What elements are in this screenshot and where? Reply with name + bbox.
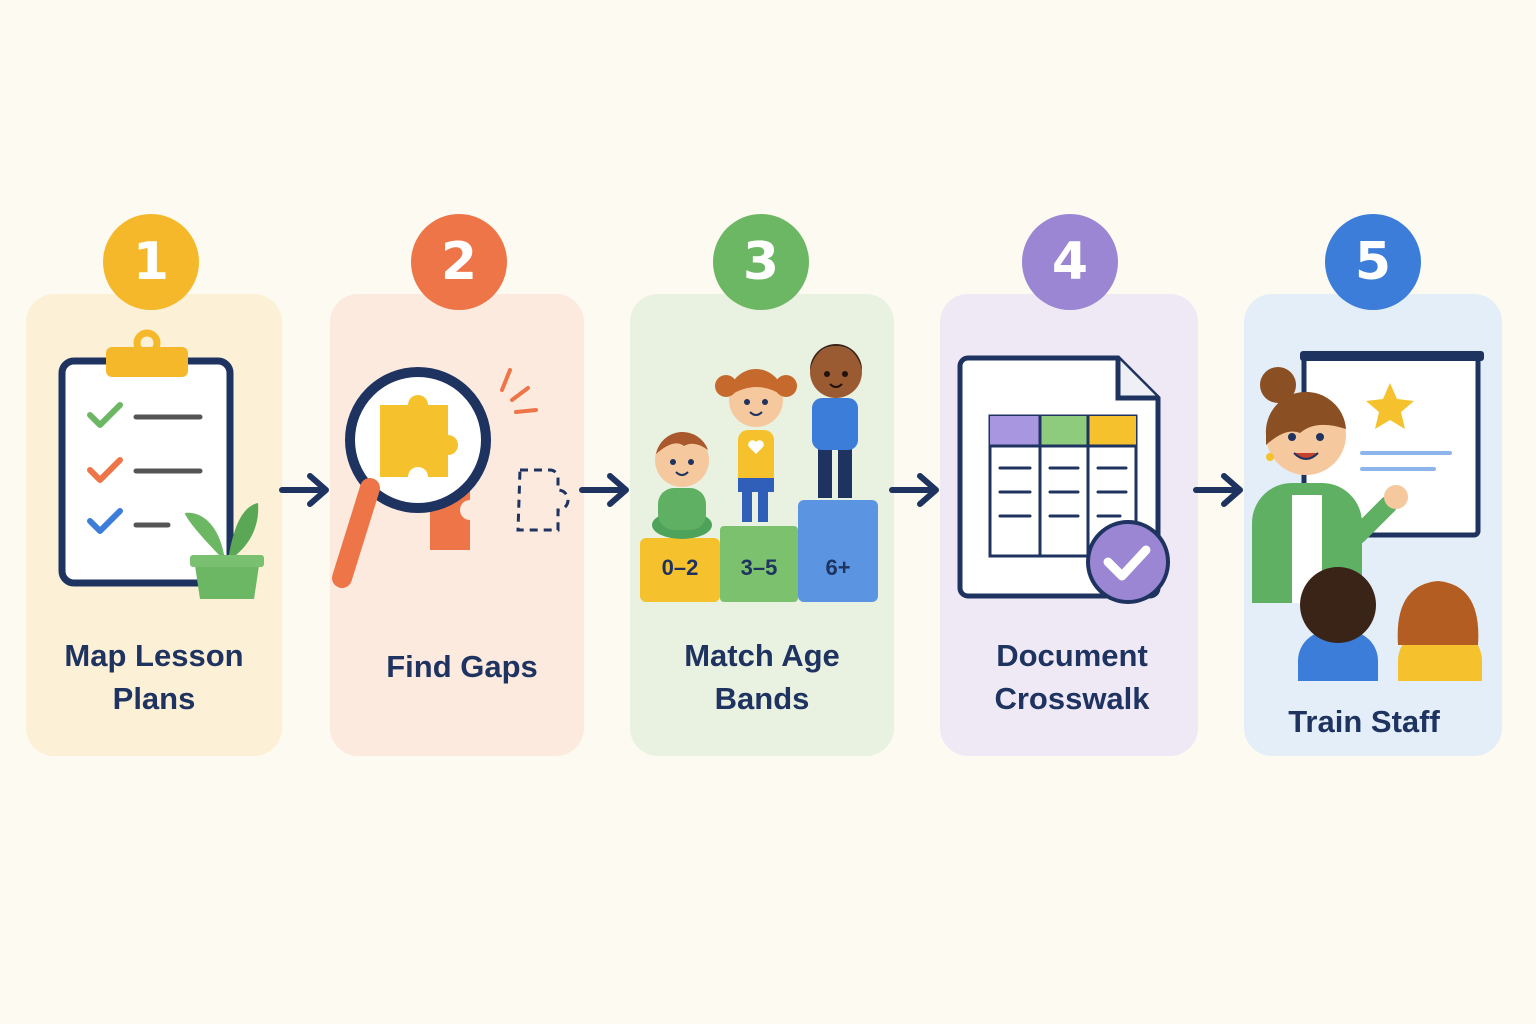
step-5-label: Train Staff — [1288, 704, 1440, 739]
children-podium-icon — [640, 344, 878, 602]
arrow-right-icon — [579, 473, 629, 507]
step-3-badge: 3 — [713, 214, 809, 310]
document-table-icon — [957, 355, 1170, 604]
age-band-6-plus: 6+ — [825, 555, 851, 580]
clipboard-checklist-icon — [58, 329, 264, 599]
age-band-0-2: 0–2 — [661, 555, 699, 580]
arrow-right-icon — [1193, 473, 1243, 507]
step-4-label: Document Crosswalk — [994, 638, 1150, 716]
step-4-badge: 4 — [1022, 214, 1118, 310]
arrow-right-icon — [889, 473, 939, 507]
step-1-label: Map Lesson Plans — [64, 638, 244, 716]
teacher-presentation-icon — [1252, 351, 1484, 681]
step-3-label: Match Age Bands — [684, 638, 840, 716]
step-2-label: Find Gaps — [386, 649, 538, 684]
arrow-right-icon — [279, 473, 329, 507]
magnifier-puzzle-icon — [332, 367, 570, 588]
step-2-badge: 2 — [411, 214, 507, 310]
step-5-badge: 5 — [1325, 214, 1421, 310]
age-band-3-5: 3–5 — [740, 555, 778, 580]
step-1-badge: 1 — [103, 214, 199, 310]
